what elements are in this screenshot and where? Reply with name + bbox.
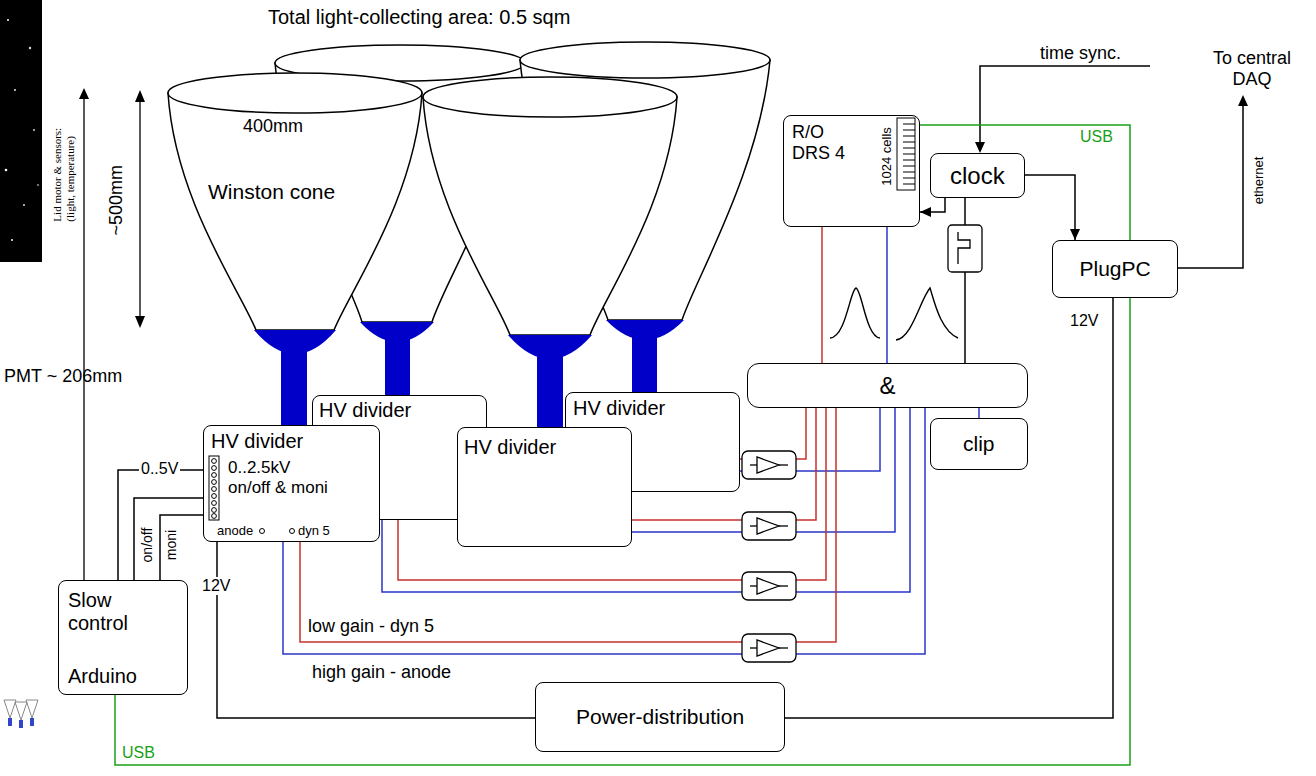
wire (160, 515, 203, 580)
box-title: PlugPC (1080, 257, 1151, 281)
edge-label: 0..5V (139, 460, 180, 478)
connector (398, 408, 826, 580)
box-text: dyn 5 (298, 524, 330, 539)
connector (134, 498, 203, 580)
hv-pins (209, 456, 295, 534)
box-title: HV divider (464, 436, 556, 459)
arrowhead (920, 207, 931, 217)
part-name: Winston cone (208, 180, 335, 204)
wire (978, 408, 980, 418)
connector (965, 198, 966, 363)
controller-box: Slow controlArduino (58, 580, 188, 695)
wire (1025, 175, 1075, 240)
box-title: R/O DRS 4 (792, 122, 854, 163)
wire (398, 408, 826, 580)
edge-label: on/off (139, 528, 155, 563)
signal-name: ethernet (1252, 156, 1267, 204)
time-sync-arrow (975, 66, 1150, 153)
edge-label: USB (122, 744, 155, 762)
edge-label: 12V (200, 577, 232, 595)
box-title: HV divider (211, 430, 303, 453)
box-text: 0..2.5kV on/off & moni (228, 458, 332, 497)
box-title: Slow control (68, 589, 148, 635)
wire (118, 470, 203, 580)
box-title: HV divider (319, 399, 411, 422)
edge-label: 12V (1070, 312, 1098, 330)
ethernet-arrow (1178, 95, 1248, 268)
box-title: clip (963, 432, 995, 456)
pulse-shapes (830, 288, 958, 340)
drs-cell-strip (897, 118, 915, 190)
connector (920, 198, 945, 217)
box-title: & (880, 372, 896, 400)
connector (217, 542, 535, 718)
coincidence-box: & (747, 363, 1028, 408)
wire (785, 298, 1113, 718)
amplifier-symbols (742, 451, 796, 662)
wire (134, 498, 203, 580)
dimension-label: ~500mm (105, 165, 126, 236)
signal-name: low gain - dyn 5 (308, 616, 434, 637)
connector (887, 227, 888, 363)
connector (160, 515, 203, 580)
part-name: PMT ~ 206mm (4, 366, 122, 387)
star-strip (0, 0, 42, 262)
signal-name: time sync. (1040, 43, 1121, 64)
connector (979, 408, 980, 418)
winston-cone-front-left (168, 73, 422, 425)
wire (964, 198, 966, 363)
dimension-label: 400mm (243, 116, 303, 137)
box-text: anode (217, 524, 253, 539)
signal-name: To central DAQ (1193, 48, 1311, 89)
wire (115, 298, 1130, 765)
box-title: Power-distribution (576, 705, 744, 729)
clock-box: clock (930, 153, 1025, 198)
wire (886, 227, 888, 363)
connector (785, 298, 1113, 718)
step-shaper (948, 225, 982, 272)
connector (1025, 175, 1080, 240)
edge-label: USB (1080, 128, 1113, 146)
connector (822, 227, 823, 363)
wire (920, 125, 1130, 240)
connector (920, 125, 1130, 240)
arrowhead (1070, 229, 1080, 240)
hv-divider-box: HV divider (457, 427, 632, 547)
heading-note: Total light-collecting area: 0.5 sqm (268, 6, 570, 29)
box-text: Arduino (68, 665, 137, 688)
signal-name: Lid motor & sensors: (light, temperature… (51, 109, 76, 221)
power-box: Power-distribution (535, 682, 785, 752)
box-title: HV divider (573, 397, 665, 420)
connector (115, 298, 1130, 765)
logo-icon (4, 700, 38, 728)
pc-box: PlugPC (1052, 240, 1178, 298)
signal-name: high gain - anode (312, 662, 451, 683)
dimension-arrow (135, 90, 145, 328)
connector (118, 470, 203, 580)
box-title: clock (950, 162, 1005, 190)
wire (821, 227, 823, 363)
edge-label: moni (163, 530, 179, 560)
lid-arrow (79, 88, 89, 580)
winston-cone-front-right (423, 77, 677, 427)
hv-divider-box: HV divider 0..2.5kV on/off & moni anode dyn… (203, 425, 380, 542)
box-text: 1024 cells (879, 127, 894, 186)
clip-box: clip (930, 418, 1028, 470)
wire (217, 542, 535, 718)
wire (920, 198, 945, 212)
